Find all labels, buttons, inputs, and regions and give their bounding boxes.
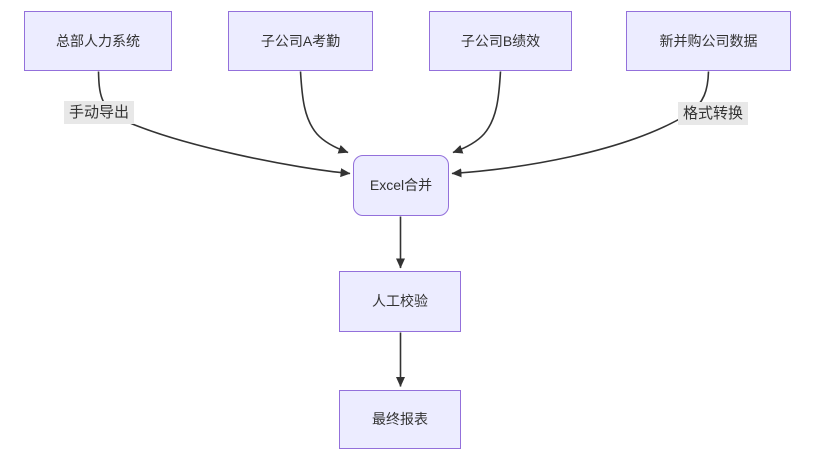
node-label: 人工校验	[372, 293, 428, 310]
node-excel-merge: Excel合并	[353, 155, 449, 216]
edge-label-manual-export: 手动导出	[64, 101, 135, 124]
node-manual-verification: 人工校验	[339, 271, 461, 332]
node-label: 最终报表	[372, 411, 428, 428]
node-subsidiary-b-performance: 子公司B绩效	[429, 11, 572, 71]
node-subsidiary-a-attendance: 子公司A考勤	[228, 11, 373, 71]
edge-subB-to-excel	[452, 71, 502, 154]
edge-hq-to-excel	[97, 71, 351, 178]
edge-acq-to-excel	[451, 71, 710, 178]
node-label: Excel合并	[369, 177, 433, 194]
edge-subA-to-excel	[299, 71, 349, 154]
node-label: 子公司A考勤	[260, 32, 341, 49]
node-label: 总部人力系统	[56, 32, 140, 49]
node-acquired-company-data: 新并购公司数据	[626, 11, 791, 71]
edge-label-format-conversion: 格式转换	[678, 102, 749, 125]
node-label: 新并购公司数据	[659, 32, 758, 49]
node-final-report: 最终报表	[339, 390, 461, 449]
node-hq-hr-system: 总部人力系统	[24, 11, 172, 71]
node-label: 子公司B绩效	[460, 32, 541, 49]
